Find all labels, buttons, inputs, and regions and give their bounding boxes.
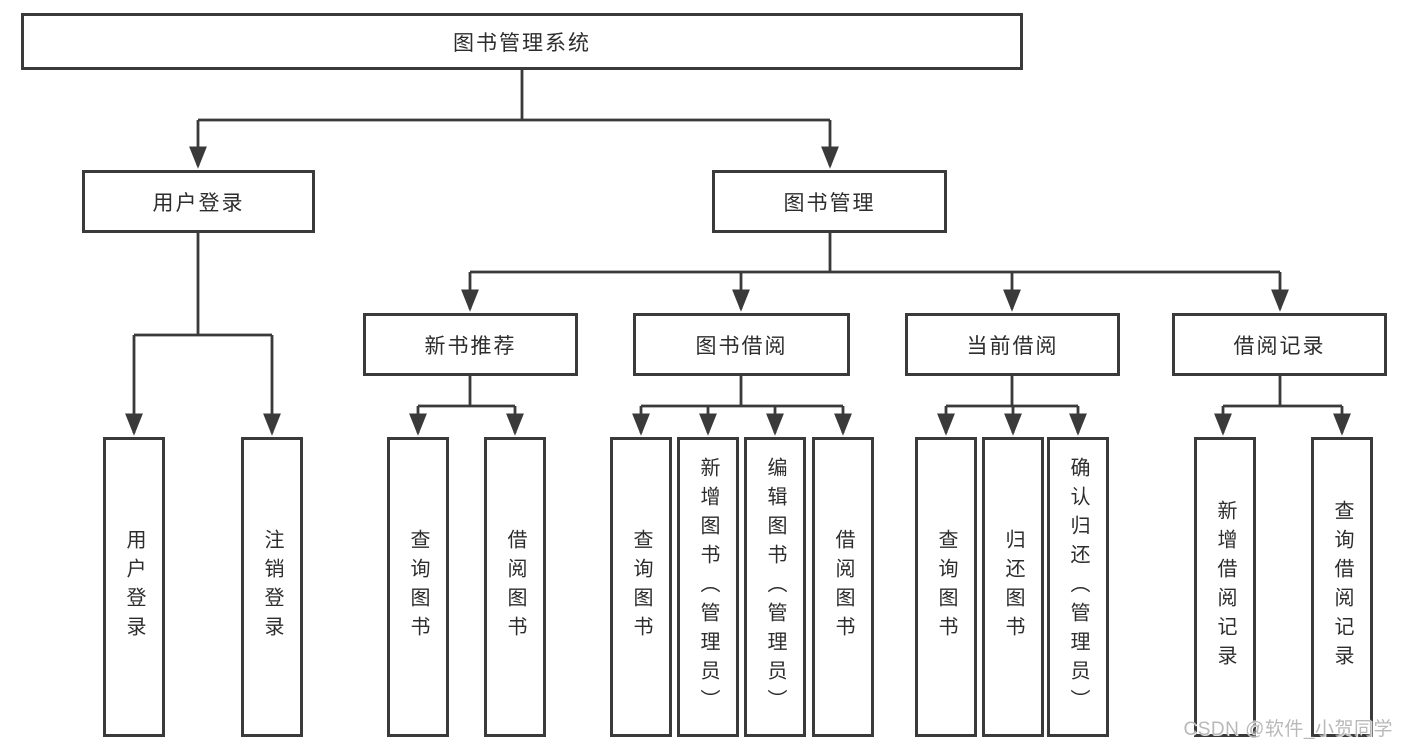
node-label: 查询图书	[935, 529, 957, 645]
leaf-add-borrow-record: 新增借阅记录	[1194, 437, 1256, 737]
node-label: 查询借阅记录	[1331, 500, 1353, 674]
node-label: 用户登录	[123, 529, 145, 645]
node-root: 图书管理系统	[21, 13, 1023, 70]
leaf-borrow-books: 借阅图书	[812, 437, 874, 737]
node-label: 编辑图书（管理员）	[764, 456, 786, 718]
node-label: 新增借阅记录	[1214, 500, 1236, 674]
node-current-borrow: 当前借阅	[905, 313, 1120, 376]
node-label: 新书推荐	[424, 334, 517, 358]
node-borrow-records: 借阅记录	[1172, 313, 1387, 376]
node-label: 注销登录	[261, 529, 283, 645]
watermark: CSDN @软件_小贺同学	[1183, 719, 1393, 740]
leaf-query-books-current: 查询图书	[915, 437, 977, 737]
leaf-query-borrow-record: 查询借阅记录	[1311, 437, 1373, 737]
node-label: 借阅图书	[832, 529, 854, 645]
leaf-logout-login: 注销登录	[241, 437, 303, 737]
node-label: 借阅记录	[1233, 334, 1326, 358]
node-label: 当前借阅	[966, 334, 1059, 358]
leaf-return-book: 归还图书	[982, 437, 1044, 737]
connector-trunks	[134, 70, 1342, 408]
node-book-borrow: 图书借阅	[633, 313, 850, 376]
node-label: 借阅图书	[504, 529, 526, 645]
leaf-query-books-recommend: 查询图书	[387, 437, 449, 737]
leaf-borrow-books-recommend: 借阅图书	[484, 437, 546, 737]
node-label: 查询图书	[407, 529, 429, 645]
node-label: 图书借阅	[695, 334, 788, 358]
node-label: 图书管理	[783, 191, 876, 215]
node-label: 归还图书	[1002, 529, 1024, 645]
leaf-query-books-borrow: 查询图书	[610, 437, 672, 737]
leaf-user-login: 用户登录	[103, 437, 165, 737]
node-label: 确认归还（管理员）	[1067, 456, 1089, 718]
node-label: 新增图书（管理员）	[697, 456, 719, 718]
node-book-management: 图书管理	[712, 170, 947, 233]
leaf-confirm-return-admin: 确认归还（管理员）	[1047, 437, 1109, 737]
node-label: 用户登录	[152, 191, 245, 215]
leaf-add-book-admin: 新增图书（管理员）	[677, 437, 739, 737]
node-label: 图书管理系统	[453, 31, 591, 55]
node-user-login: 用户登录	[82, 170, 315, 233]
node-new-book-recommend: 新书推荐	[363, 313, 578, 376]
node-label: 查询图书	[630, 529, 652, 645]
leaf-edit-book-admin: 编辑图书（管理员）	[744, 437, 806, 737]
